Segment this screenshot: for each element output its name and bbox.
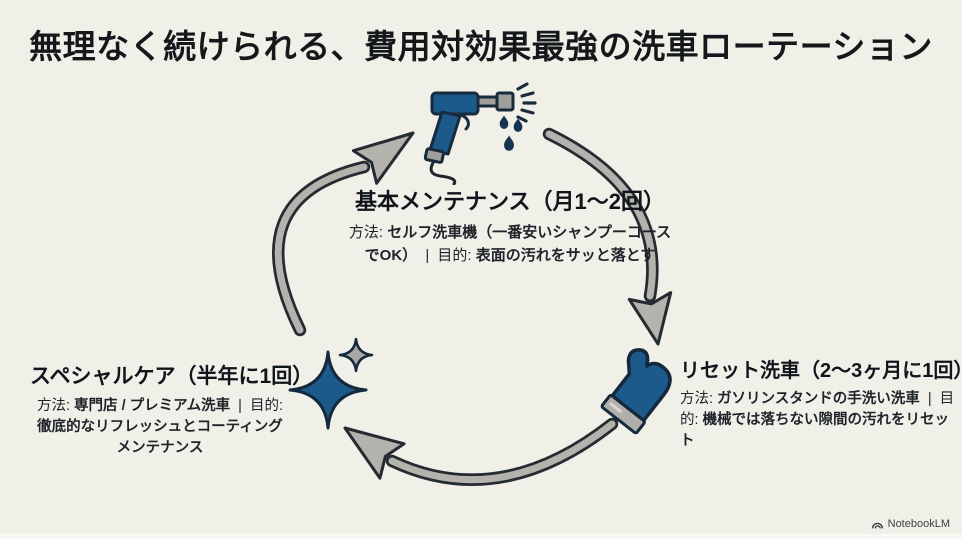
purpose-label: 目的: bbox=[249, 398, 283, 414]
step-title: スペシャルケア（半年に1回） bbox=[30, 365, 314, 388]
method-label: 方法: bbox=[36, 398, 71, 414]
step-description: 方法: 専門店 / プレミアム洗車 | 目的: 徹底的なリフレッシュとコーティン… bbox=[30, 396, 290, 459]
arrow-reset-to-special-icon bbox=[343, 417, 619, 486]
wash-mitt-icon bbox=[586, 340, 686, 440]
step-description: 方法: セルフ洗車機（一番安いシャンプーコースでOK） | 目的: 表面の汚れを… bbox=[344, 222, 676, 267]
step-title: 基本メンテナンス（月1〜2回） bbox=[354, 189, 666, 214]
step-basic-maintenance: 基本メンテナンス（月1〜2回） 方法: セルフ洗車機（一番安いシャンプーコースで… bbox=[344, 184, 676, 267]
method-label: 方法: bbox=[680, 391, 714, 407]
method-value: 専門店 / プレミアム洗車 bbox=[74, 398, 231, 414]
purpose-value: 徹底的なリフレッシュとコーティングメンテナンス bbox=[37, 419, 283, 457]
notebooklm-branding: NotebookLM bbox=[871, 518, 950, 530]
method-value: ガソリンスタンドの手洗い洗車 bbox=[717, 391, 920, 407]
purpose-label: 目的: bbox=[437, 246, 472, 264]
water-drops-icon bbox=[499, 115, 523, 151]
step-special-care: スペシャルケア（半年に1回） 方法: 専門店 / プレミアム洗車 | 目的: 徹… bbox=[30, 360, 314, 459]
divider: | bbox=[927, 391, 932, 407]
step-title: リセット洗車（2〜3ヶ月に1回） bbox=[680, 360, 962, 382]
arrow-basic-to-reset-icon bbox=[542, 127, 673, 346]
purpose-label: 目的: bbox=[680, 391, 955, 429]
notebooklm-logo-icon bbox=[871, 522, 883, 529]
purpose-value: 表面の汚れをサッと落とす bbox=[475, 246, 656, 264]
page-title: 無理なく続けられる、費用対効果最強の洗車ローテーション bbox=[29, 28, 933, 65]
notebooklm-logo-text: NotebookLM bbox=[887, 518, 950, 530]
sparkles-icon bbox=[283, 333, 383, 433]
step-reset-wash: リセット洗車（2〜3ヶ月に1回） 方法: ガソリンスタンドの手洗い洗車 | 目的… bbox=[680, 354, 962, 452]
divider: | bbox=[425, 246, 430, 264]
divider: | bbox=[238, 398, 242, 414]
purpose-value: 機械では落ちない隙間の汚れをリセット bbox=[680, 412, 950, 450]
arrow-special-to-basic-icon bbox=[272, 131, 415, 337]
bottom-strip bbox=[0, 534, 962, 539]
spray-lines-icon bbox=[516, 82, 537, 123]
step-description: 方法: ガソリンスタンドの手洗い洗車 | 目的: 機械では落ちない隙間の汚れをリ… bbox=[680, 389, 956, 452]
method-value: セルフ洗車機（一番安いシャンプーコースでOK） bbox=[364, 224, 672, 264]
method-label: 方法: bbox=[348, 224, 384, 241]
pressure-washer-icon bbox=[404, 80, 574, 186]
